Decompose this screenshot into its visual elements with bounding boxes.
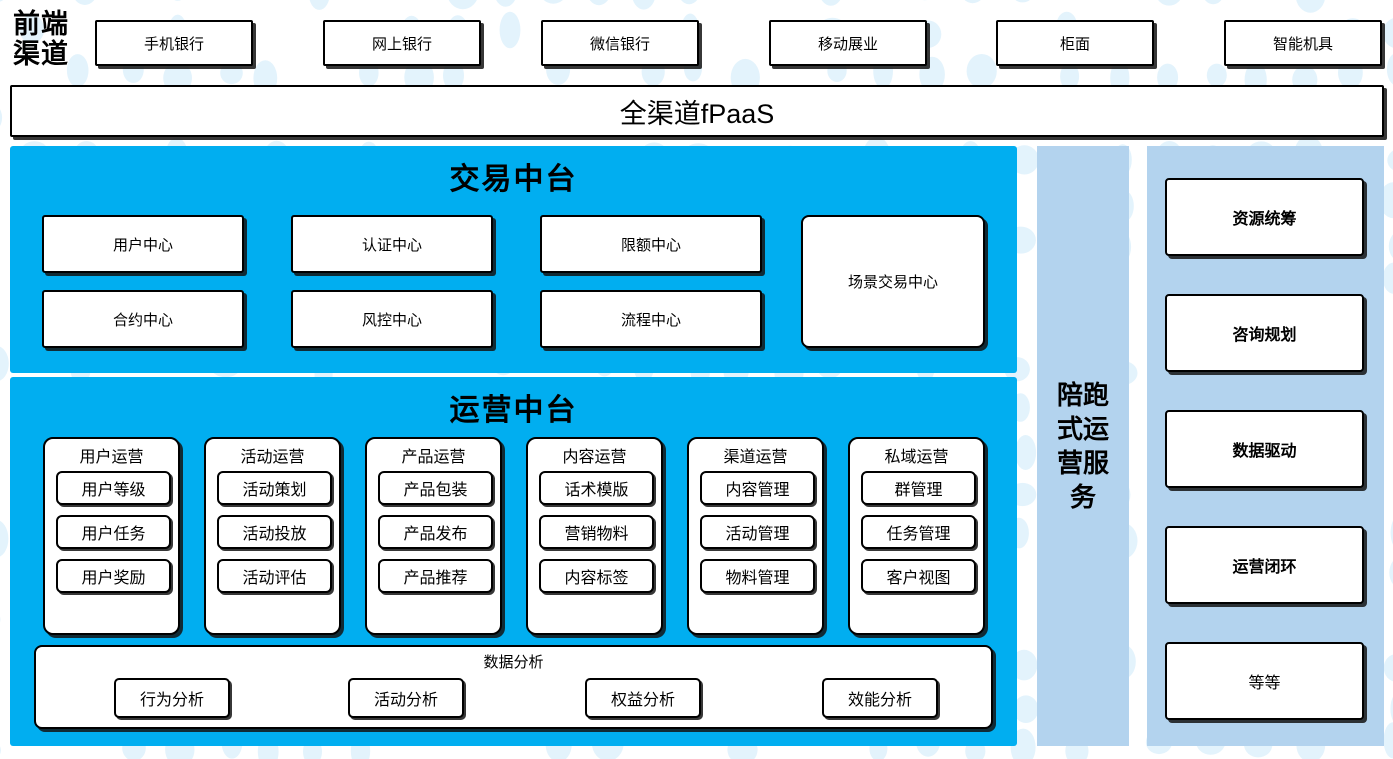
ops-item-marketing-material[interactable]: 营销物料 xyxy=(539,515,654,549)
ops-column-product[interactable]: 产品运营 产品包装 产品发布 产品推荐 xyxy=(365,437,502,635)
trade-box-auth-center[interactable]: 认证中心 xyxy=(291,215,493,273)
ops-item-product-release[interactable]: 产品发布 xyxy=(378,515,493,549)
ops-column-user[interactable]: 用户运营 用户等级 用户任务 用户奖励 xyxy=(43,437,180,635)
trade-center-panel: 交易中台 用户中心 认证中心 限额中心 合约中心 风控中心 流程中心 场景交易中… xyxy=(10,146,1017,373)
ops-item-product-packaging[interactable]: 产品包装 xyxy=(378,471,493,505)
ops-item-campaign-review[interactable]: 活动评估 xyxy=(217,559,332,593)
capability-resource-coordination[interactable]: 资源统筹 xyxy=(1165,178,1364,256)
channel-mobile-biz[interactable]: 移动展业 xyxy=(769,20,927,66)
omnichannel-fpaas-bar[interactable]: 全渠道fPaaS xyxy=(10,85,1384,137)
accompany-operation-service-column[interactable]: 陪跑式运营服务 xyxy=(1037,146,1129,746)
trade-box-scenario-trade-center[interactable]: 场景交易中心 xyxy=(801,215,985,348)
channel-counter[interactable]: 柜面 xyxy=(996,20,1154,66)
channel-mobile-bank[interactable]: 手机银行 xyxy=(95,20,253,66)
ops-column-private-domain[interactable]: 私域运营 群管理 任务管理 客户视图 xyxy=(848,437,985,635)
ops-column-user-header: 用户运营 xyxy=(79,449,144,466)
ops-item-campaign-plan[interactable]: 活动策划 xyxy=(217,471,332,505)
data-analysis-header: 数据分析 xyxy=(483,654,544,671)
channel-wechat-bank[interactable]: 微信银行 xyxy=(541,20,699,66)
accompany-operation-service-label: 陪跑式运营服务 xyxy=(1056,380,1109,512)
front-end-channel-label-line2: 渠道 xyxy=(13,39,69,69)
front-end-channel-label-line1: 前端 xyxy=(13,9,69,39)
ops-column-channel[interactable]: 渠道运营 内容管理 活动管理 物料管理 xyxy=(687,437,824,635)
ops-item-material-manage[interactable]: 物料管理 xyxy=(700,559,815,593)
ops-item-user-reward[interactable]: 用户奖励 xyxy=(56,559,171,593)
ops-item-user-level[interactable]: 用户等级 xyxy=(56,471,171,505)
ops-item-customer-view[interactable]: 客户视图 xyxy=(861,559,976,593)
middle-platform-column: 交易中台 用户中心 认证中心 限额中心 合约中心 风控中心 流程中心 场景交易中… xyxy=(10,146,1017,746)
trade-box-limit-center[interactable]: 限额中心 xyxy=(540,215,762,273)
data-analysis-group[interactable]: 数据分析 行为分析 活动分析 权益分析 效能分析 xyxy=(34,645,993,729)
ops-item-content-tag[interactable]: 内容标签 xyxy=(539,559,654,593)
ops-item-campaign-delivery[interactable]: 活动投放 xyxy=(217,515,332,549)
channel-smart-machine[interactable]: 智能机具 xyxy=(1224,20,1382,66)
ops-item-product-recommend[interactable]: 产品推荐 xyxy=(378,559,493,593)
ops-column-campaign-header: 活动运营 xyxy=(240,449,305,466)
ops-item-group-manage[interactable]: 群管理 xyxy=(861,471,976,505)
ops-column-content-header: 内容运营 xyxy=(562,449,627,466)
ops-item-task-manage[interactable]: 任务管理 xyxy=(861,515,976,549)
ops-item-campaign-manage[interactable]: 活动管理 xyxy=(700,515,815,549)
capability-etc[interactable]: 等等 xyxy=(1165,642,1364,720)
trade-box-process-center[interactable]: 流程中心 xyxy=(540,290,762,348)
ops-item-user-task[interactable]: 用户任务 xyxy=(56,515,171,549)
capability-operation-closed-loop[interactable]: 运营闭环 xyxy=(1165,526,1364,604)
capability-consulting-planning[interactable]: 咨询规划 xyxy=(1165,294,1364,372)
front-end-channel-row: 前端 渠道 手机银行 网上银行 微信银行 移动展业 柜面 智能机具 xyxy=(0,8,1393,70)
trade-center-title: 交易中台 xyxy=(449,163,578,196)
analysis-item-behavior[interactable]: 行为分析 xyxy=(114,678,230,718)
trade-box-contract-center[interactable]: 合约中心 xyxy=(42,290,244,348)
ops-column-product-header: 产品运营 xyxy=(401,449,466,466)
analysis-item-campaign[interactable]: 活动分析 xyxy=(348,678,464,718)
trade-box-user-center[interactable]: 用户中心 xyxy=(42,215,244,273)
ops-column-channel-header: 渠道运营 xyxy=(723,449,788,466)
channel-online-bank[interactable]: 网上银行 xyxy=(323,20,481,66)
ops-column-private-domain-header: 私域运营 xyxy=(884,449,949,466)
ops-column-campaign[interactable]: 活动运营 活动策划 活动投放 活动评估 xyxy=(204,437,341,635)
capability-data-driven[interactable]: 数据驱动 xyxy=(1165,410,1364,488)
analysis-item-efficiency[interactable]: 效能分析 xyxy=(822,678,938,718)
ops-item-script-template[interactable]: 话术模版 xyxy=(539,471,654,505)
trade-box-risk-center[interactable]: 风控中心 xyxy=(291,290,493,348)
operation-center-title: 运营中台 xyxy=(449,394,578,427)
ops-item-content-manage[interactable]: 内容管理 xyxy=(700,471,815,505)
ops-column-content[interactable]: 内容运营 话术模版 营销物料 内容标签 xyxy=(526,437,663,635)
operation-center-panel: 运营中台 用户运营 用户等级 用户任务 用户奖励 活动运营 活动策划 活动投放 … xyxy=(10,377,1017,746)
analysis-item-benefit[interactable]: 权益分析 xyxy=(585,678,701,718)
front-end-channel-label: 前端 渠道 xyxy=(4,8,78,70)
capability-panel: 资源统筹 咨询规划 数据驱动 运营闭环 等等 xyxy=(1147,146,1384,746)
